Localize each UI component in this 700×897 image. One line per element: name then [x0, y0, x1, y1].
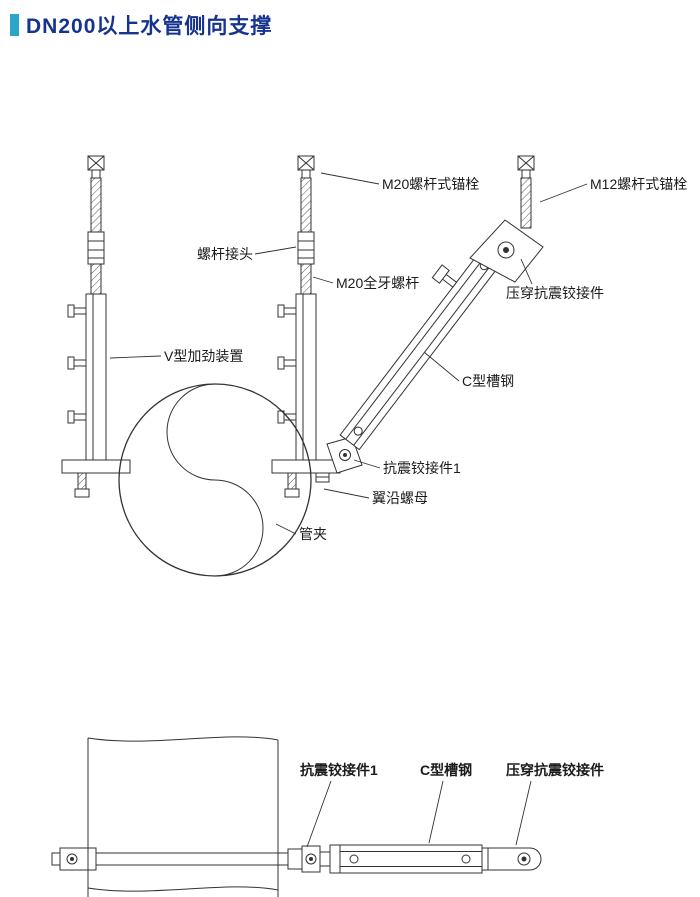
top-assembly-drawing: M20螺杆式锚栓 M12螺杆式锚栓 螺杆接头 M20全牙螺杆 压穿抗震铰接件 V…	[61, 155, 687, 577]
diagonal-c-channel-brace	[339, 242, 507, 451]
m12-anchor-bolt	[517, 155, 535, 229]
label-rod-joint: 螺杆接头	[197, 246, 253, 262]
label-bottom-press-through-hinge: 压穿抗震铰接件	[506, 762, 604, 778]
label-seismic-hinge-1: 抗震铰接件1	[383, 460, 461, 476]
page-title: DN200以上水管侧向支撑	[26, 15, 273, 38]
label-m12-anchor: M12螺杆式锚栓	[590, 176, 687, 192]
left-anchor-rod-assembly	[61, 155, 131, 498]
label-flange-nut: 翼沿螺母	[372, 490, 428, 506]
label-v-stiffener: V型加劲装置	[164, 348, 243, 364]
label-m20-anchor: M20螺杆式锚栓	[382, 176, 479, 192]
middle-anchor-rod-assembly	[271, 155, 341, 498]
page-header: DN200以上水管侧向支撑	[10, 10, 272, 40]
label-bottom-c-channel: C型槽钢	[420, 762, 472, 778]
pipe-clamp-circle	[118, 383, 312, 577]
label-m20-full-thread-rod: M20全牙螺杆	[336, 275, 419, 291]
seismic-hinge-1-fitting	[287, 844, 341, 874]
label-pipe-clamp: 管夹	[299, 526, 327, 542]
c-channel-member	[339, 844, 483, 874]
label-c-channel: C型槽钢	[462, 373, 514, 389]
left-end-fitting	[59, 847, 97, 871]
bottom-hinge-connector	[326, 436, 363, 474]
bottom-leader-lines	[306, 780, 532, 848]
top-leader-lines	[109, 172, 588, 535]
bottom-side-view-drawing: 抗震铰接件1 C型槽钢 压穿抗震铰接件	[51, 736, 604, 897]
title-bullet-icon	[10, 14, 19, 36]
horizontal-brace-assembly	[51, 844, 542, 874]
pipe-cylinder	[87, 736, 279, 897]
press-through-hinge-fitting	[481, 847, 542, 871]
label-bottom-seismic-hinge-1: 抗震铰接件1	[300, 762, 378, 778]
label-press-through-hinge: 压穿抗震铰接件	[506, 285, 604, 301]
